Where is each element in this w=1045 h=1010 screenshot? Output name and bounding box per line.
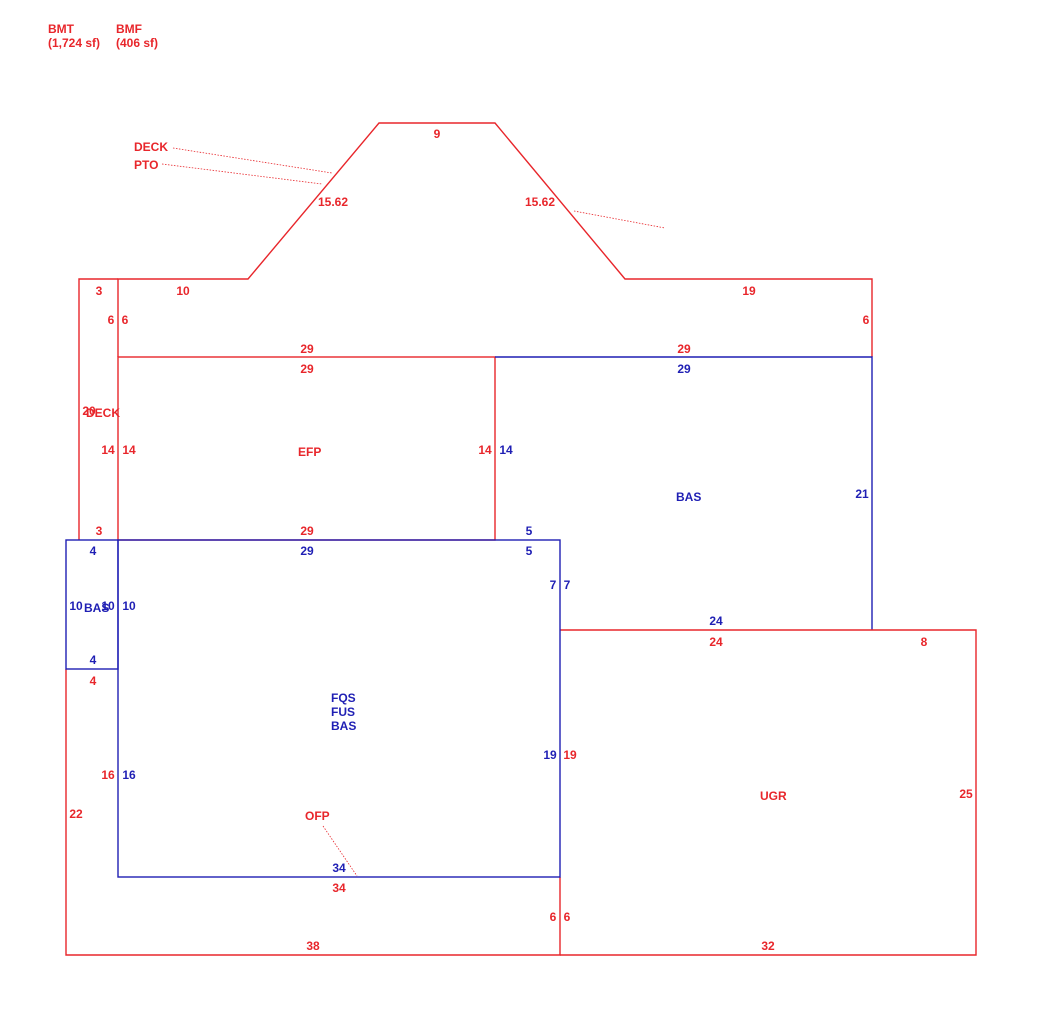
dimension-label: 21 xyxy=(855,487,869,501)
efp-label: EFP xyxy=(298,445,321,459)
dimension-label: 4 xyxy=(90,653,97,667)
dimension-label: 3 xyxy=(96,284,103,298)
dimension-label: 14 xyxy=(478,443,492,457)
bas-left-label: BAS xyxy=(84,601,109,615)
bmt-area: (1,724 sf) xyxy=(48,36,100,50)
fqs-label: FQS xyxy=(331,691,356,705)
ugr-outline xyxy=(560,629,977,956)
deck-callout-label: DECK xyxy=(134,140,168,154)
bmf-area: (406 sf) xyxy=(116,36,158,50)
dimension-label: 22 xyxy=(69,807,83,821)
dimension-label: 8 xyxy=(921,635,928,649)
dimension-label: 19 xyxy=(543,748,557,762)
dimension-label: 29 xyxy=(300,362,314,376)
dimension-label: 7 xyxy=(564,578,571,592)
dimension-label: 29 xyxy=(677,362,691,376)
dimension-label: 7 xyxy=(550,578,557,592)
dimension-label: 25 xyxy=(959,787,973,801)
bas-upper-outline xyxy=(495,356,873,630)
fus-label: FUS xyxy=(331,705,355,719)
dimension-label: 4 xyxy=(90,674,97,688)
deck-leader-line xyxy=(172,147,333,174)
dimension-label: 5 xyxy=(526,544,533,558)
ofp-label: OFP xyxy=(305,809,330,823)
deck-left-label: DECK xyxy=(86,406,120,420)
dimension-label: 20 xyxy=(82,404,96,418)
dimension-label: 6 xyxy=(550,910,557,924)
dimension-label: 5 xyxy=(526,524,533,538)
dimension-label: 6 xyxy=(122,313,129,327)
dimension-label: 4 xyxy=(90,544,97,558)
dimension-label: 29 xyxy=(300,342,314,356)
pto-callout-label: PTO xyxy=(134,158,158,172)
bmt-code: BMT xyxy=(48,22,75,36)
pto-leader-line xyxy=(161,163,323,185)
dimension-label: 29 xyxy=(300,544,314,558)
deck-outline xyxy=(117,122,873,357)
dimension-label: 29 xyxy=(677,342,691,356)
dimension-label: 24 xyxy=(709,635,723,649)
ofp-outline xyxy=(65,669,561,956)
dimension-label: 10 xyxy=(176,284,190,298)
dimension-label: 34 xyxy=(332,861,346,875)
dimension-label: 29 xyxy=(300,524,314,538)
dimension-label: 38 xyxy=(306,939,320,953)
dimension-label: 14 xyxy=(101,443,115,457)
dimension-label: 16 xyxy=(101,768,115,782)
dimension-label: 3 xyxy=(96,524,103,538)
dimension-label: 10 xyxy=(122,599,136,613)
dimension-label: 6 xyxy=(863,313,870,327)
bmf-code: BMF xyxy=(116,22,142,36)
bas-left-outline xyxy=(65,539,119,670)
dimension-label: 19 xyxy=(563,748,577,762)
dimension-label: 16 xyxy=(122,768,136,782)
main-bas-outline xyxy=(117,539,561,878)
dimension-label: 10 xyxy=(101,599,115,613)
dimension-label: 9 xyxy=(434,127,441,141)
dimension-label: 10 xyxy=(69,599,83,613)
dimension-label: 6 xyxy=(564,910,571,924)
dimension-label: 32 xyxy=(761,939,775,953)
dimension-label: 34 xyxy=(332,881,346,895)
dimension-label: 6 xyxy=(108,313,115,327)
bas-upper-label: BAS xyxy=(676,490,701,504)
dimension-label: 14 xyxy=(499,443,513,457)
dimension-label: 15.62 xyxy=(318,195,348,209)
dimension-label: 24 xyxy=(709,614,723,628)
slope-leader-line xyxy=(573,210,666,229)
bas-main-label: BAS xyxy=(331,719,356,733)
ugr-label: UGR xyxy=(760,789,787,803)
dimension-label: 14 xyxy=(122,443,136,457)
ofp-leader-line xyxy=(322,825,358,877)
dimension-label: 19 xyxy=(742,284,756,298)
deck-left-strip-outline xyxy=(78,278,118,540)
dimension-label: 15.62 xyxy=(525,195,555,209)
